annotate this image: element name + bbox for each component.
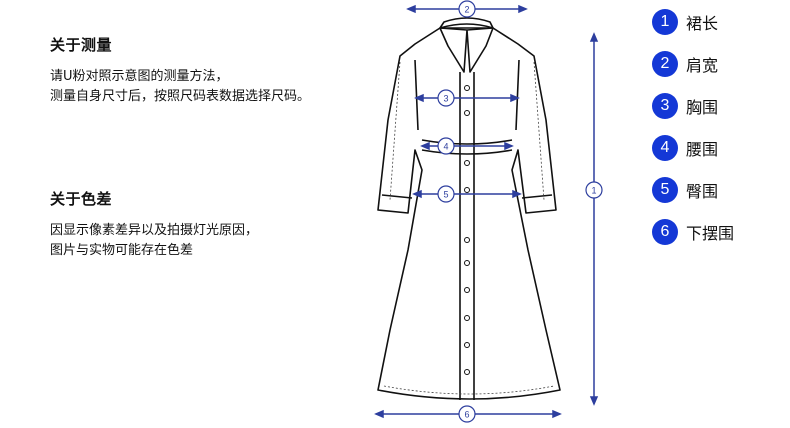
length-measure-arrows: [589, 32, 599, 406]
color-note-line: 因显示像素差异以及拍摄灯光原因，: [50, 223, 259, 238]
dress-buttons: [464, 85, 470, 375]
hem-measure-arrows: [374, 409, 562, 419]
marker-5: 5: [437, 185, 455, 203]
legend-item-chest: 3 胸围: [652, 92, 734, 120]
marker-circle: [458, 405, 476, 423]
marker-number: 6: [464, 410, 469, 420]
legend-item-shoulder: 2 肩宽: [652, 50, 734, 78]
marker-2: 2: [458, 0, 476, 18]
shoulder-measure-arrows: [406, 4, 528, 14]
legend-item-hem: 6 下摆围: [652, 218, 734, 246]
legend-label: 裙长: [686, 14, 719, 33]
marker-3: 3: [437, 89, 455, 107]
marker-circle: [437, 185, 455, 203]
color-note-title: 关于色差: [50, 190, 113, 208]
legend-label: 腰围: [686, 140, 719, 159]
marker-circle: [437, 137, 455, 155]
hip-measure-arrows: [412, 189, 522, 199]
legend-number-badge: 4: [652, 135, 678, 161]
marker-4: 4: [437, 137, 455, 155]
legend-label: 臀围: [686, 182, 719, 201]
legend-number-badge: 3: [652, 93, 678, 119]
marker-number: 3: [443, 94, 448, 104]
legend-item-length: 1 裙长: [652, 8, 734, 36]
marker-number: 2: [464, 5, 469, 15]
color-note-line: 图片与实物可能存在色差: [50, 243, 194, 258]
measure-note-line: 测量自身尺寸后，按照尺码表数据选择尺码。: [50, 89, 311, 104]
legend-label: 肩宽: [686, 56, 719, 75]
marker-6: 6: [458, 405, 476, 423]
chest-measure-arrows: [414, 93, 520, 103]
color-note: 关于色差 因显示像素差异以及拍摄灯光原因， 图片与实物可能存在色差: [50, 188, 258, 261]
legend-label: 胸围: [686, 98, 719, 117]
legend-number-badge: 6: [652, 219, 678, 245]
marker-circle: [585, 181, 603, 199]
legend-number-badge: 1: [652, 9, 678, 35]
legend-number-badge: 2: [652, 51, 678, 77]
legend-number-badge: 5: [652, 177, 678, 203]
legend-item-waist: 4 腰围: [652, 134, 734, 162]
measure-note-line: 请U粉对照示意图的测量方法，: [50, 69, 229, 84]
marker-number: 1: [591, 186, 596, 196]
marker-circle: [458, 0, 476, 18]
waist-measure-arrows: [420, 141, 514, 151]
dress-measurement-diagram: 2 3 4 5 6 1: [374, 0, 603, 423]
dress-stitching: [383, 61, 555, 395]
legend-label: 下摆围: [686, 224, 735, 243]
measure-note: 关于测量 请U粉对照示意图的测量方法， 测量自身尺寸后，按照尺码表数据选择尺码。: [50, 34, 310, 107]
marker-number: 5: [443, 190, 448, 200]
dress-outline: [377, 17, 561, 400]
measurement-legend: 1 裙长 2 肩宽 3 胸围 4 腰围 5 臀围 6 下摆围: [652, 8, 734, 260]
marker-circle: [437, 89, 455, 107]
marker-1: 1: [585, 181, 603, 199]
legend-item-hip: 5 臀围: [652, 176, 734, 204]
measure-note-title: 关于测量: [50, 36, 113, 54]
marker-number: 4: [443, 142, 448, 152]
